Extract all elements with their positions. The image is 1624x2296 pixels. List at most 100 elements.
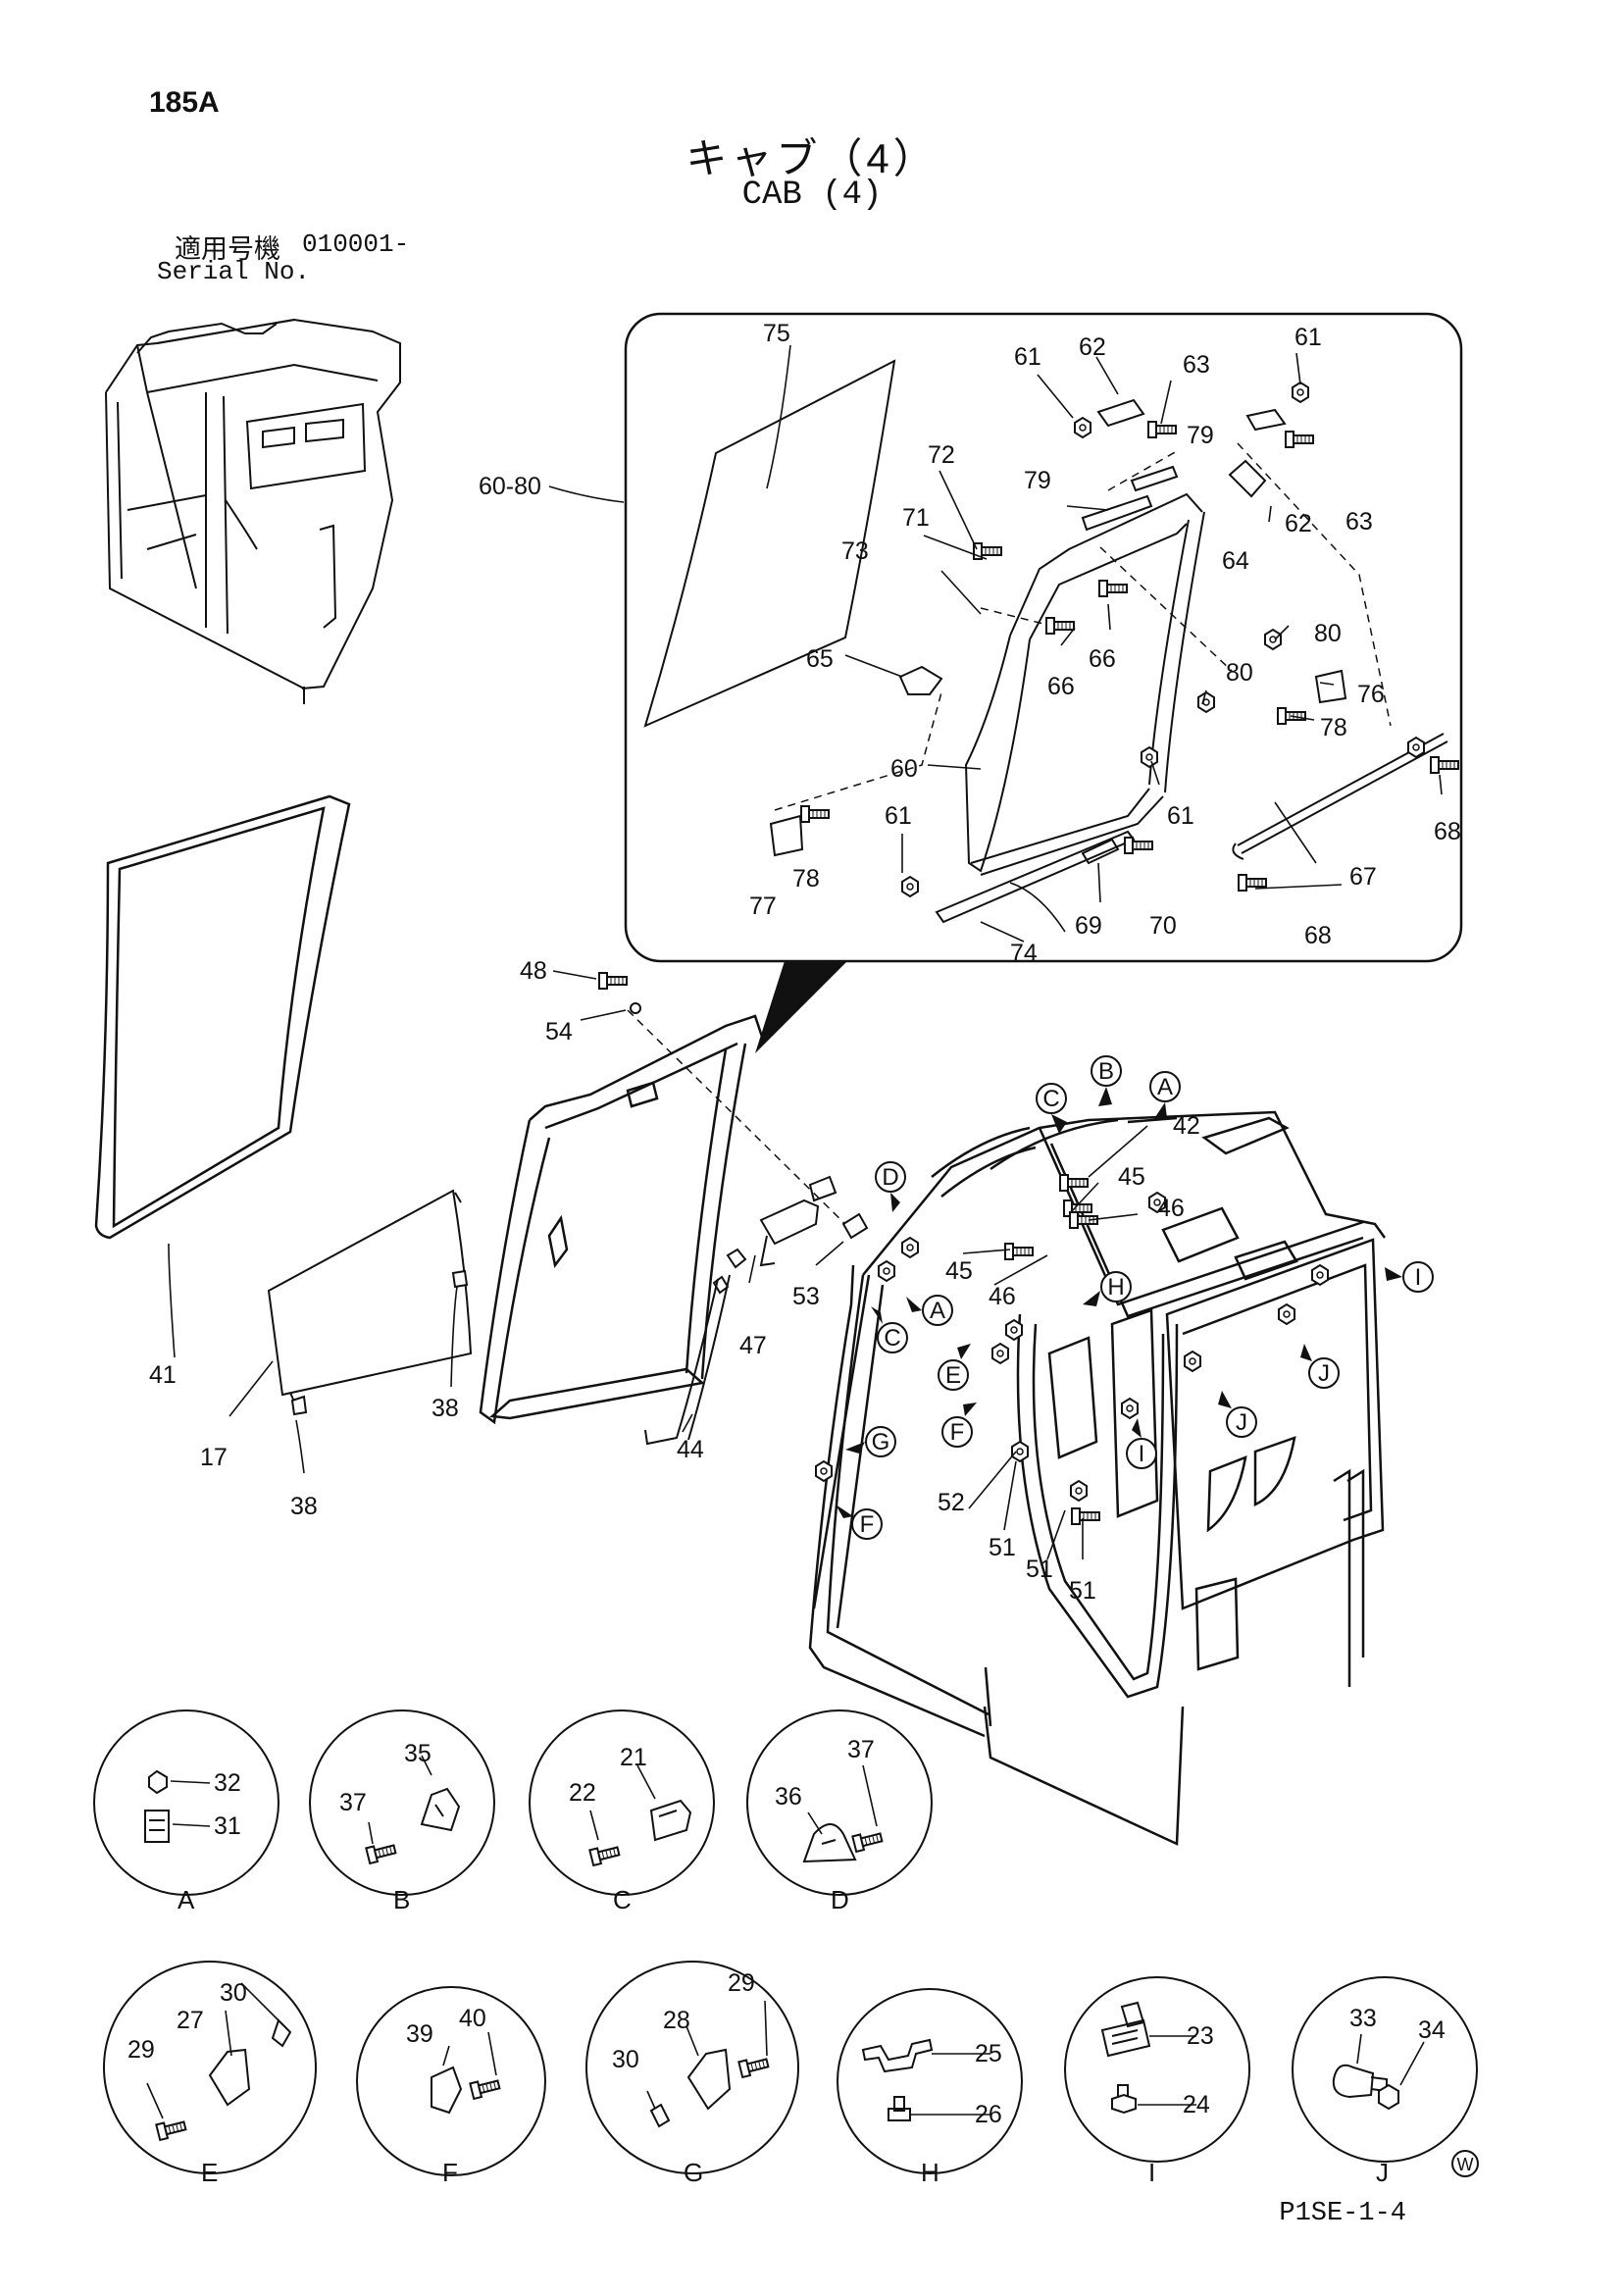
callout-71: 71: [902, 504, 930, 532]
middle-fasteners: [290, 972, 869, 1416]
detail-c-part-21: 21: [620, 1744, 647, 1771]
callout-46: 46: [1157, 1195, 1185, 1222]
reference-letter-f: F: [860, 1511, 875, 1538]
callout-51: 51: [989, 1534, 1016, 1561]
callout-72: 72: [928, 441, 955, 469]
reference-letter-a: A: [1157, 1074, 1173, 1100]
callout-62: 62: [1285, 510, 1312, 537]
cab-overview-drawing: [105, 318, 401, 704]
reference-letter-c: C: [1042, 1086, 1059, 1112]
callout-76: 76: [1357, 681, 1385, 708]
callout-42: 42: [1173, 1112, 1200, 1140]
callout-74: 74: [1010, 940, 1038, 967]
callout-62: 62: [1079, 333, 1106, 361]
callout-63: 63: [1345, 508, 1373, 536]
callout-63: 63: [1183, 351, 1210, 379]
detail-view-f: 40 39 F: [356, 1986, 546, 2187]
reference-letter-h: H: [1107, 1274, 1124, 1301]
callout-38: 38: [431, 1395, 459, 1422]
detail-a-part-32: 32: [214, 1769, 241, 1797]
detail-i-part-23: 23: [1187, 2022, 1214, 2050]
detail-h-label: H: [921, 2158, 939, 2187]
detail-view-j: 33 34 J: [1292, 1976, 1478, 2187]
callout-60: 60: [890, 755, 918, 783]
callout-52: 52: [938, 1489, 965, 1516]
detail-d-part-37: 37: [847, 1736, 875, 1763]
callout-labels: 75 60-80 61 62 63 61 79 72 79 62 63 71 7…: [149, 320, 1461, 1605]
reference-letter-d: D: [882, 1164, 898, 1191]
page-title-japanese: キャブ（4）: [685, 135, 939, 181]
detail-d-label: D: [831, 1885, 849, 1914]
detail-j-label: J: [1376, 2158, 1389, 2187]
detail-g-part-29: 29: [728, 1969, 755, 1997]
callout-69: 69: [1075, 912, 1102, 940]
callout-79: 79: [1187, 422, 1214, 449]
reference-letter-b: B: [1098, 1058, 1114, 1085]
footer-mark: W: [1451, 2150, 1479, 2177]
callout-70: 70: [1149, 912, 1177, 940]
detail-d-part-36: 36: [775, 1783, 802, 1811]
serial-number-value: 010001-: [302, 230, 410, 259]
callout-51: 51: [1026, 1556, 1053, 1583]
detail-c-part-22: 22: [569, 1779, 596, 1807]
detail-c-label: C: [613, 1885, 632, 1914]
footer-mark-letter: W: [1457, 2155, 1474, 2174]
callout-41: 41: [149, 1361, 177, 1389]
callout-65: 65: [806, 645, 834, 673]
detail-view-e: 30 27 29 E: [103, 1961, 317, 2187]
page-number: 185A: [149, 86, 220, 119]
callout-54: 54: [545, 1018, 573, 1046]
callout-47: 47: [739, 1332, 767, 1359]
callout-45: 45: [945, 1257, 973, 1285]
callout-80: 80: [1314, 620, 1342, 647]
cable-44-drawing: [644, 1248, 747, 1446]
callout-78: 78: [1320, 714, 1347, 741]
weatherstrip-41-drawing: [94, 794, 351, 1240]
callout-61: 61: [885, 802, 912, 830]
callout-53: 53: [792, 1283, 820, 1310]
callout-75: 75: [763, 320, 790, 347]
detail-i-label: I: [1148, 2158, 1155, 2187]
detail-view-h: 25 26 H: [837, 1988, 1023, 2187]
reference-letter-g: G: [872, 1429, 890, 1455]
detail-b-part-35: 35: [404, 1740, 431, 1767]
detail-h-part-25: 25: [975, 2040, 1002, 2067]
reference-letter-j: J: [1318, 1360, 1330, 1387]
inset-parts-drawing: [643, 359, 1448, 924]
detail-view-i: 23 24 I: [1064, 1976, 1250, 2187]
callout-61: 61: [1294, 324, 1322, 351]
reference-letter-a: A: [930, 1298, 945, 1324]
detail-f-label: F: [442, 2158, 458, 2187]
detail-b-label: B: [393, 1885, 410, 1914]
callout-68: 68: [1434, 818, 1461, 845]
detail-f-part-39: 39: [406, 2020, 433, 2048]
reference-letter-c: C: [884, 1325, 900, 1352]
figure-code: P1SE-1-4: [1279, 2199, 1406, 2228]
detail-j-part-34: 34: [1418, 2016, 1446, 2044]
detail-view-a: 32 31 A: [93, 1709, 279, 1914]
main-cab-drawing: [808, 1110, 1387, 1846]
callout-66: 66: [1089, 645, 1116, 673]
detail-e-part-27: 27: [177, 2007, 204, 2034]
callout-78: 78: [792, 865, 820, 893]
glass-17-drawing: [267, 1189, 473, 1411]
detail-inset-frame: [624, 312, 1463, 1053]
callout-61: 61: [1167, 802, 1194, 830]
serial-label-english: Serial No.: [157, 257, 311, 286]
detail-a-label: A: [178, 1885, 195, 1914]
serial-label-japanese: 適用号機: [175, 234, 280, 264]
callout-66: 66: [1047, 673, 1075, 700]
callout-77: 77: [749, 893, 777, 920]
callout-17: 17: [200, 1444, 228, 1471]
detail-view-b: 35 37 B: [309, 1709, 495, 1914]
reference-pointers: [836, 1087, 1402, 1518]
callout-48: 48: [520, 957, 547, 985]
detail-h-part-26: 26: [975, 2101, 1002, 2128]
callout-45: 45: [1118, 1163, 1145, 1191]
detail-e-part-30: 30: [220, 1979, 247, 2007]
detail-e-part-29: 29: [127, 2036, 155, 2064]
lock-47-drawing: [759, 1175, 837, 1267]
detail-g-label: G: [684, 2158, 703, 2187]
detail-i-part-24: 24: [1183, 2091, 1210, 2118]
